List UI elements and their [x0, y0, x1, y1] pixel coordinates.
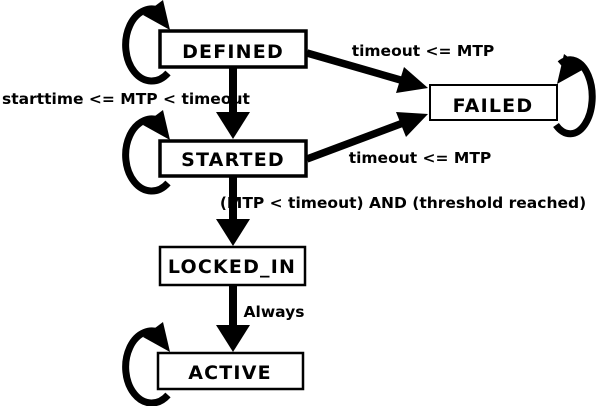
edge-started-to-failed-arrowhead: [396, 112, 428, 137]
state-started-box: [158, 139, 308, 178]
self-loop-active-arc: [122, 327, 171, 406]
self-loop-started: [122, 110, 171, 195]
edge-label-defined-to-started: starttime <= MTP < timeout: [2, 90, 251, 108]
edge-defined-to-failed-line: [305, 49, 406, 85]
state-started: STARTED: [158, 139, 308, 178]
edge-started-to-failed: timeout <= MTP: [305, 112, 492, 167]
state-defined-label: DEFINED: [182, 41, 284, 63]
edge-locked-in-to-active-arrowhead: [216, 325, 250, 352]
self-loop-failed-arrowhead: [557, 54, 584, 84]
self-loop-failed-arc: [553, 56, 596, 138]
state-active: ACTIVE: [156, 351, 305, 391]
edge-defined-to-failed-arrowhead: [396, 67, 428, 93]
edge-defined-to-started-arrowhead: [216, 112, 250, 139]
state-failed: FAILED: [429, 84, 558, 121]
state-failed-label: FAILED: [453, 95, 534, 117]
edge-label-locked-in-to-active: Always: [244, 303, 305, 321]
self-loop-failed: [553, 54, 596, 138]
state-active-label: ACTIVE: [188, 362, 272, 384]
self-loop-active-arrowhead: [143, 322, 170, 352]
state-failed-box: [429, 84, 558, 121]
self-loop-started-arrowhead: [143, 110, 170, 140]
state-locked-in-box: [158, 245, 307, 287]
edge-defined-to-started: starttime <= MTP < timeout: [2, 66, 251, 139]
state-active-box: [156, 351, 305, 391]
self-loop-defined: [122, 0, 171, 85]
edge-defined-to-failed: timeout <= MTP: [305, 42, 495, 93]
edge-label-started-to-locked-in: (MTP < timeout) AND (threshold reached): [220, 194, 586, 212]
state-locked-in: LOCKED_IN: [158, 245, 307, 287]
edge-started-to-locked-in: (MTP < timeout) AND (threshold reached): [216, 176, 586, 246]
state-started-label: STARTED: [181, 149, 285, 171]
state-defined: DEFINED: [158, 29, 308, 69]
self-loop-active: [122, 322, 171, 406]
self-loop-defined-arc: [122, 5, 171, 85]
edge-label-defined-to-failed: timeout <= MTP: [352, 42, 495, 60]
edge-started-to-failed-line: [305, 119, 405, 163]
edge-locked-in-to-active: Always: [216, 285, 304, 352]
state-locked-in-label: LOCKED_IN: [168, 256, 296, 278]
edge-started-to-locked-in-arrowhead: [216, 219, 250, 246]
state-defined-box: [158, 29, 308, 69]
self-loop-defined-arrowhead: [143, 0, 170, 30]
self-loop-started-arc: [122, 115, 171, 195]
edge-label-started-to-failed: timeout <= MTP: [349, 149, 492, 167]
